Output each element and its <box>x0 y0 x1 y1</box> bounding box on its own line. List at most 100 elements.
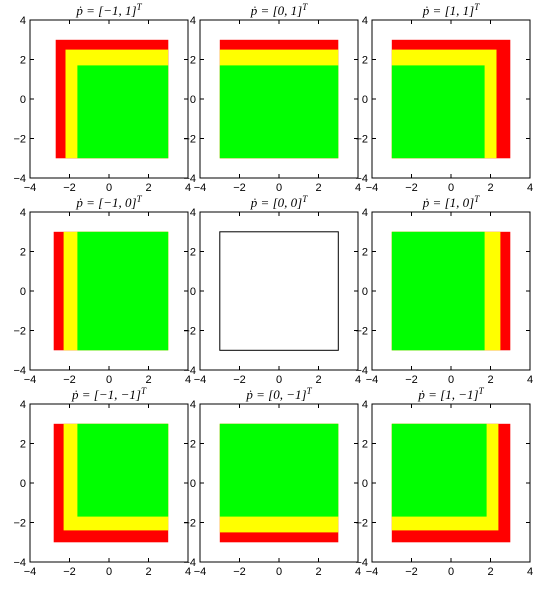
y-tick-label: 4 <box>20 15 26 27</box>
x-tick-label: 2 <box>487 374 493 386</box>
subplot-title: ṗ = [0, 1]T <box>250 2 308 18</box>
x-tick-label: −4 <box>24 566 37 578</box>
y-tick-label: −4 <box>13 557 26 569</box>
title-superscript: T <box>137 194 143 204</box>
x-tick-label: −4 <box>24 374 37 386</box>
y-tick-label: 4 <box>362 15 368 27</box>
y-tick-label: −4 <box>183 557 196 569</box>
x-tick-label: 0 <box>448 566 454 578</box>
y-tick-label: 0 <box>190 286 196 298</box>
x-tick-label: −4 <box>194 182 207 194</box>
x-tick-label: 2 <box>487 566 493 578</box>
title-superscript: T <box>474 194 480 204</box>
y-tick-label: 2 <box>190 247 196 259</box>
x-tick-label: 4 <box>527 182 533 194</box>
region-green <box>219 231 339 351</box>
x-tick-label: −2 <box>233 566 246 578</box>
x-tick-label: 0 <box>276 374 282 386</box>
x-tick-label: −2 <box>405 182 418 194</box>
x-tick-label: 4 <box>185 566 191 578</box>
y-tick-label: 0 <box>362 478 368 490</box>
x-tick-label: 4 <box>355 566 361 578</box>
y-tick-label: −4 <box>183 173 196 185</box>
y-tick-label: 4 <box>362 399 368 411</box>
region-green <box>219 423 339 517</box>
x-tick-label: 2 <box>487 182 493 194</box>
title-superscript: T <box>474 2 480 12</box>
y-tick-label: −2 <box>355 518 368 530</box>
x-tick-label: 0 <box>448 374 454 386</box>
x-tick-label: 4 <box>185 182 191 194</box>
y-tick-label: 2 <box>362 55 368 67</box>
y-tick-label: 2 <box>362 439 368 451</box>
y-tick-label: 4 <box>20 207 26 219</box>
x-tick-label: 4 <box>185 374 191 386</box>
title-superscript: T <box>307 386 313 396</box>
x-tick-label: −2 <box>405 566 418 578</box>
region-green <box>219 65 339 159</box>
y-tick-label: 0 <box>362 286 368 298</box>
y-tick-label: −2 <box>355 134 368 146</box>
y-tick-label: 4 <box>190 15 196 27</box>
x-tick-label: 4 <box>355 374 361 386</box>
x-tick-label: −2 <box>233 374 246 386</box>
y-tick-label: 0 <box>20 286 26 298</box>
x-tick-label: −2 <box>405 374 418 386</box>
region-green <box>77 423 169 517</box>
y-tick-label: −4 <box>355 557 368 569</box>
y-tick-label: 0 <box>20 94 26 106</box>
y-tick-label: −2 <box>183 518 196 530</box>
y-tick-label: −2 <box>13 518 26 530</box>
y-tick-label: −2 <box>13 134 26 146</box>
y-tick-label: −2 <box>183 134 196 146</box>
x-tick-label: 2 <box>315 374 321 386</box>
x-tick-label: 0 <box>448 182 454 194</box>
y-tick-label: 0 <box>362 94 368 106</box>
x-tick-label: 4 <box>527 374 533 386</box>
y-tick-label: 4 <box>190 399 196 411</box>
subplot-title: ṗ = [1, −1]T <box>417 386 484 402</box>
y-tick-label: 2 <box>362 247 368 259</box>
region-green <box>77 65 169 159</box>
subplot-title: ṗ = [0, 0]T <box>250 194 308 210</box>
y-tick-label: 0 <box>190 478 196 490</box>
x-tick-label: 2 <box>145 182 151 194</box>
subplot-title: ṗ = [0, −1]T <box>245 386 312 402</box>
x-tick-label: 2 <box>145 566 151 578</box>
y-tick-label: −2 <box>183 326 196 338</box>
y-tick-label: −2 <box>13 326 26 338</box>
region-green <box>391 231 485 351</box>
y-tick-label: 0 <box>20 478 26 490</box>
x-tick-label: 0 <box>106 374 112 386</box>
x-tick-label: 2 <box>145 374 151 386</box>
y-tick-label: −2 <box>355 326 368 338</box>
y-tick-label: −4 <box>13 173 26 185</box>
subplot-title: ṗ = [−1, 1]T <box>75 2 142 18</box>
title-superscript: T <box>137 2 143 12</box>
x-tick-label: −2 <box>63 374 76 386</box>
x-tick-label: 2 <box>315 182 321 194</box>
x-tick-label: −4 <box>366 374 379 386</box>
x-tick-label: −2 <box>63 182 76 194</box>
y-tick-label: 2 <box>20 439 26 451</box>
region-green <box>391 423 487 517</box>
x-tick-label: 0 <box>106 566 112 578</box>
y-tick-label: 0 <box>190 94 196 106</box>
subplot-title: ṗ = [−1, 0]T <box>75 194 142 210</box>
subplot-title: ṗ = [−1, −1]T <box>71 386 147 402</box>
title-superscript: T <box>141 386 147 396</box>
y-tick-label: −4 <box>13 365 26 377</box>
title-superscript: T <box>302 2 308 12</box>
subplot-title: ṗ = [1, 0]T <box>422 194 480 210</box>
x-tick-label: 4 <box>355 182 361 194</box>
x-tick-label: −4 <box>24 182 37 194</box>
y-tick-label: 2 <box>190 55 196 67</box>
